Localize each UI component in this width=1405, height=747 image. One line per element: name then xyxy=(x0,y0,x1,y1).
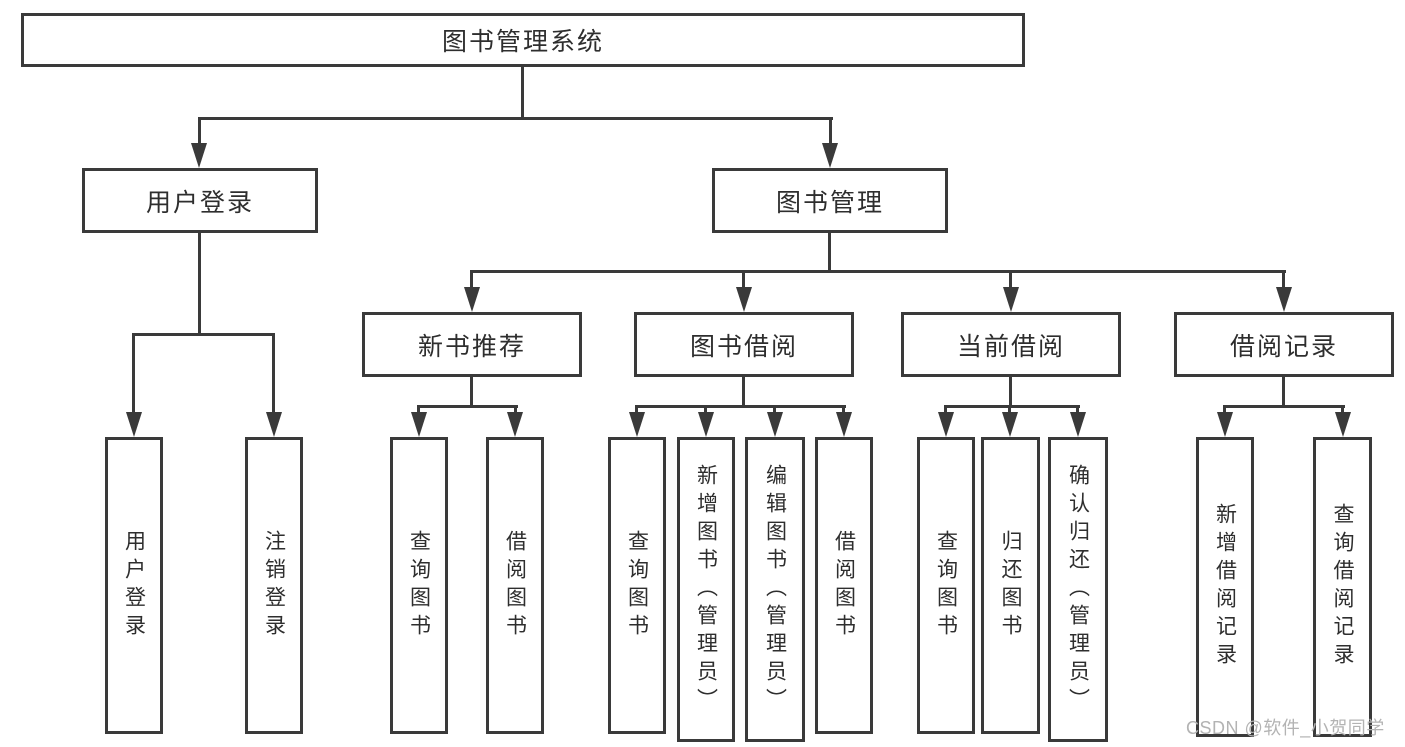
arrow-down-icon xyxy=(464,287,480,312)
connector xyxy=(635,405,638,414)
connector xyxy=(1009,377,1012,408)
arrow-down-icon xyxy=(1003,287,1019,312)
connector xyxy=(1223,405,1345,408)
connector xyxy=(272,333,275,412)
arrow-down-icon xyxy=(126,412,142,437)
node-label: 查询借阅记录 xyxy=(1331,503,1354,671)
node-book-borrowing: 图书借阅 xyxy=(634,312,854,377)
leaf-edit-book-admin: 编辑图书（管理员） xyxy=(745,437,805,742)
node-label: 查询图书 xyxy=(407,529,431,642)
leaf-confirm-return-admin: 确认归还（管理员） xyxy=(1048,437,1108,742)
connector xyxy=(944,405,947,414)
node-label: 注销登录 xyxy=(262,529,286,642)
connector xyxy=(417,405,518,408)
connector xyxy=(514,405,517,414)
connector xyxy=(773,405,776,414)
node-label: 查询图书 xyxy=(625,529,649,642)
node-label: 新增借阅记录 xyxy=(1213,503,1237,671)
leaf-query-books-borrow: 查询图书 xyxy=(608,437,666,734)
connector xyxy=(742,270,745,290)
arrow-down-icon xyxy=(938,412,954,437)
node-label: 新书推荐 xyxy=(417,332,526,361)
connector xyxy=(828,233,831,273)
leaf-query-borrow-record: 查询借阅记录 xyxy=(1313,437,1372,737)
node-label: 图书管理系统 xyxy=(441,28,604,56)
connector xyxy=(198,233,201,335)
node-borrow-records: 借阅记录 xyxy=(1174,312,1394,377)
node-book-management: 图书管理 xyxy=(712,168,948,233)
leaf-add-book-admin: 新增图书（管理员） xyxy=(677,437,735,742)
connector xyxy=(198,117,201,145)
node-label: 图书借阅 xyxy=(689,332,798,361)
connector xyxy=(470,270,1286,273)
arrow-down-icon xyxy=(1070,412,1086,437)
connector xyxy=(742,377,745,408)
connector xyxy=(1076,405,1079,414)
leaf-return-book: 归还图书 xyxy=(981,437,1040,734)
arrow-down-icon xyxy=(629,412,645,437)
connector xyxy=(1341,405,1344,414)
node-root-system: 图书管理系统 xyxy=(21,13,1025,67)
node-label: 用户登录 xyxy=(122,529,146,642)
node-label: 确认归还（管理员） xyxy=(1066,463,1090,716)
connector xyxy=(1282,270,1285,290)
leaf-add-borrow-record: 新增借阅记录 xyxy=(1196,437,1254,737)
connector xyxy=(704,405,707,414)
connector xyxy=(521,65,524,119)
connector xyxy=(1223,405,1226,414)
arrow-down-icon xyxy=(1276,287,1292,312)
connector xyxy=(198,117,833,120)
arrow-down-icon xyxy=(1335,412,1351,437)
leaf-borrow-books-borrow: 借阅图书 xyxy=(815,437,873,734)
arrow-down-icon xyxy=(767,412,783,437)
connector xyxy=(1282,377,1285,408)
connector xyxy=(470,377,473,408)
node-label: 用户登录 xyxy=(145,188,254,217)
node-label: 查询图书 xyxy=(934,529,958,642)
arrow-down-icon xyxy=(822,143,838,168)
arrow-down-icon xyxy=(411,412,427,437)
connector xyxy=(1008,405,1011,414)
leaf-query-books-new: 查询图书 xyxy=(390,437,448,734)
connector xyxy=(417,405,420,414)
arrow-down-icon xyxy=(1217,412,1233,437)
node-label: 归还图书 xyxy=(999,529,1022,642)
node-current-borrowing: 当前借阅 xyxy=(901,312,1121,377)
arrow-down-icon xyxy=(266,412,282,437)
node-user-login: 用户登录 xyxy=(82,168,318,233)
connector xyxy=(132,333,135,412)
arrow-down-icon xyxy=(736,287,752,312)
node-label: 编辑图书（管理员） xyxy=(763,463,787,716)
connector xyxy=(842,405,845,414)
connector xyxy=(470,270,473,290)
node-label: 图书管理 xyxy=(775,188,884,217)
arrow-down-icon xyxy=(1002,412,1018,437)
arrow-down-icon xyxy=(191,143,207,168)
leaf-borrow-books-new: 借阅图书 xyxy=(486,437,544,734)
leaf-logout: 注销登录 xyxy=(245,437,303,734)
leaf-user-login: 用户登录 xyxy=(105,437,163,734)
connector xyxy=(944,405,1080,408)
connector xyxy=(829,117,832,145)
csdn-watermark: CSDN @软件_小贺同学 xyxy=(1186,718,1385,738)
connector xyxy=(1009,270,1012,290)
node-new-book-recommend: 新书推荐 xyxy=(362,312,582,377)
node-label: 借阅图书 xyxy=(832,529,856,642)
connector xyxy=(132,333,275,336)
arrow-down-icon xyxy=(698,412,714,437)
arrow-down-icon xyxy=(507,412,523,437)
leaf-query-books-current: 查询图书 xyxy=(917,437,975,734)
node-label: 当前借阅 xyxy=(956,332,1065,361)
node-label: 新增图书（管理员） xyxy=(694,463,718,716)
node-label: 借阅记录 xyxy=(1229,332,1338,361)
node-label: 借阅图书 xyxy=(503,529,527,642)
arrow-down-icon xyxy=(836,412,852,437)
connector xyxy=(635,405,846,408)
